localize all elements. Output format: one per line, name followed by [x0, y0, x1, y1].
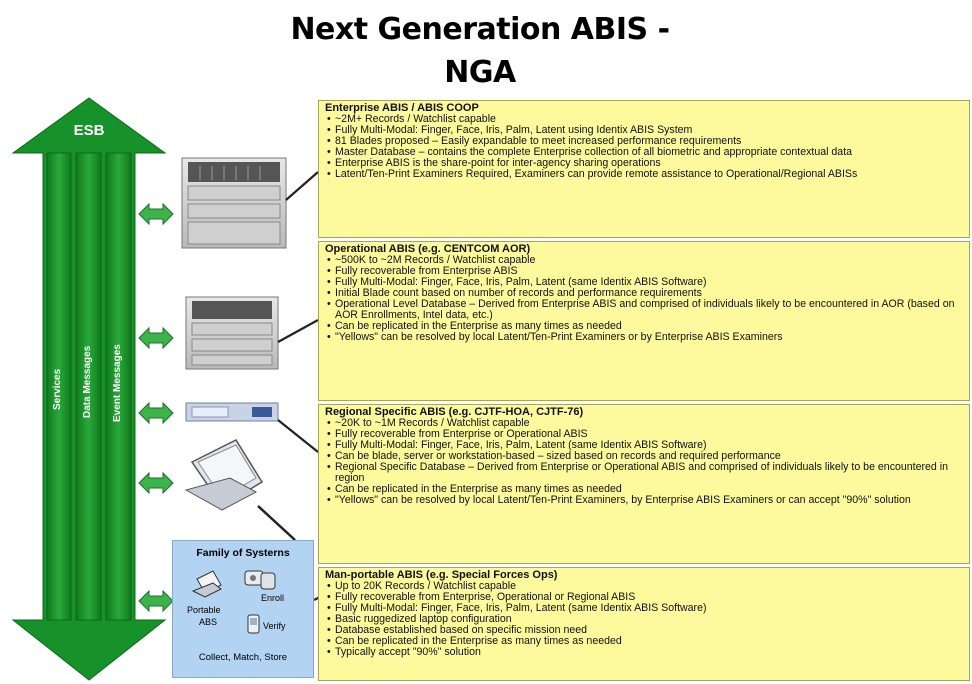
box-heading: Enterprise ABIS / ABIS COOP	[325, 102, 479, 114]
box-bullets: ~2M+ Records / Watchlist capable Fully M…	[325, 114, 965, 181]
regional-server-icon	[185, 402, 279, 422]
family-portable-label: Portable	[187, 605, 221, 615]
list-item: Database established based on specific m…	[327, 625, 965, 637]
esb-lane-label-data: Data Messages	[82, 345, 93, 418]
connector-arrow-4	[138, 471, 174, 495]
connector-arrow-1	[138, 202, 174, 226]
verify-device-icon	[247, 614, 260, 634]
list-item: ~500K to ~2M Records / Watchlist capable	[327, 255, 965, 267]
esb-lane-label-events: Event Messages	[112, 344, 123, 422]
connector-arrow-2	[138, 326, 174, 350]
list-item: Fully recoverable from Enterprise or Ope…	[327, 429, 965, 441]
connector-arrows	[138, 202, 174, 613]
box-bullets: Up to 20K Records / Watchlist capable Fu…	[325, 581, 965, 659]
esb-title: ESB	[73, 122, 105, 139]
enterprise-server-icon	[181, 157, 287, 249]
box-heading: Regional Specific ABIS (e.g. CJTF-HOA, C…	[325, 406, 584, 418]
list-item: Fully Multi-Modal: Finger, Face, Iris, P…	[327, 125, 965, 137]
list-item: Basic ruggedized laptop configuration	[327, 614, 965, 626]
family-icons	[191, 570, 276, 634]
list-item: Can be replicated in the Enterprise as m…	[327, 321, 965, 333]
list-item: Fully recoverable from Enterprise, Opera…	[327, 592, 965, 604]
box-heading: Man-portable ABIS (e.g. Special Forces O…	[325, 569, 558, 581]
family-title: Family of Systerns	[196, 547, 290, 559]
list-item: ~20K to ~1M Records / Watchlist capable	[327, 418, 965, 430]
list-item: Fully Multi-Modal: Finger, Face, Iris, P…	[327, 277, 965, 289]
list-item: "Yellows" can be resolved by local Laten…	[327, 332, 965, 344]
regional-abis-box: Regional Specific ABIS (e.g. CJTF-HOA, C…	[318, 404, 970, 564]
box-heading: Operational ABIS (e.g. CENTCOM AOR)	[325, 243, 531, 255]
list-item: Can be replicated in the Enterprise as m…	[327, 636, 965, 648]
enroll-device-icon	[244, 570, 276, 590]
title-line-1: Next Generation ABIS -	[290, 12, 670, 47]
list-item: Latent/Ten-Print Examiners Required, Exa…	[327, 169, 965, 181]
list-item: Master Database – contains the complete …	[327, 147, 965, 159]
family-abs-label: ABS	[199, 617, 218, 627]
list-item: 81 Blades proposed – Easily expandable t…	[327, 136, 965, 148]
esb-lane-events	[105, 152, 132, 621]
family-of-systems-panel: Family of Systerns Portable ABS Enroll V…	[172, 540, 314, 678]
list-item: Enterprise ABIS is the share-point for i…	[327, 158, 965, 170]
laptop-icon	[184, 439, 264, 511]
esb-lane-data	[75, 152, 102, 621]
family-verify-label: Verify	[263, 621, 286, 631]
pointer-lines	[257, 171, 323, 601]
list-item: Initial Blade count based on number of r…	[327, 288, 965, 300]
list-item: Up to 20K Records / Watchlist capable	[327, 581, 965, 593]
operational-server-icon	[185, 296, 279, 370]
list-item: Regional Specific Database – Derived fro…	[327, 462, 965, 484]
esb-lane-services	[46, 152, 72, 621]
man-portable-abis-box: Man-portable ABIS (e.g. Special Forces O…	[318, 567, 970, 681]
list-item: Fully Multi-Modal: Finger, Face, Iris, P…	[327, 603, 965, 615]
portable-laptop-icon	[191, 570, 222, 598]
operational-abis-box: Operational ABIS (e.g. CENTCOM AOR) ~500…	[318, 241, 970, 401]
esb-lane-label-services: Services	[52, 368, 63, 410]
connector-arrow-3	[138, 401, 174, 425]
connector-arrow-5	[138, 589, 174, 613]
list-item: ~2M+ Records / Watchlist capable	[327, 114, 965, 126]
list-item: Operational Level Database – Derived fro…	[327, 299, 965, 321]
enterprise-abis-box: Enterprise ABIS / ABIS COOP ~2M+ Records…	[318, 100, 970, 238]
family-bottom-label: Collect, Match, Store	[198, 652, 288, 663]
list-item: Fully recoverable from Enterprise ABIS	[327, 266, 965, 278]
list-item: Typically accept "90%" solution	[327, 647, 965, 659]
box-bullets: ~500K to ~2M Records / Watchlist capable…	[325, 255, 965, 344]
family-enroll-label: Enroll	[261, 593, 285, 603]
title-line-2: NGA	[444, 55, 516, 90]
list-item: Can be blade, server or workstation-base…	[327, 451, 965, 463]
box-bullets: ~20K to ~1M Records / Watchlist capable …	[325, 418, 965, 507]
esb-double-arrow	[11, 97, 167, 681]
list-item: "Yellows" can be resolved by local Laten…	[327, 495, 965, 507]
page-title: Next Generation ABIS - NGA	[200, 8, 760, 94]
list-item: Can be replicated in the Enterprise as m…	[327, 484, 965, 496]
list-item: Fully Multi-Modal: Finger, Face, Iris, P…	[327, 440, 965, 452]
